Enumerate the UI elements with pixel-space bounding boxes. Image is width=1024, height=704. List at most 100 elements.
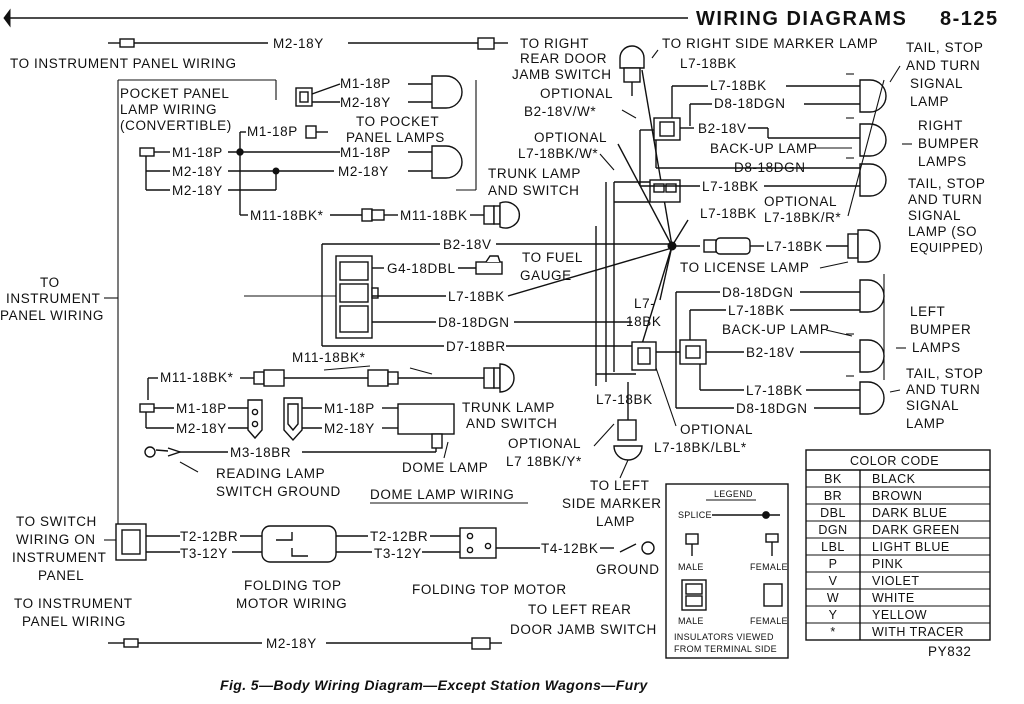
label-trunk-lamp: TRUNK LAMP xyxy=(462,400,555,415)
connector-female xyxy=(477,37,495,50)
label-right-side-marker: TO RIGHT SIDE MARKER LAMP xyxy=(662,36,878,51)
color-code-abbrev: V xyxy=(829,574,838,588)
wire-label: M1-18P xyxy=(176,401,227,416)
label-to-left-rear-door: DOOR JAMB SWITCH xyxy=(510,622,657,637)
label-tail-stop-turn: AND TURN xyxy=(908,192,982,207)
legend-female-label: FEMALE xyxy=(750,562,788,572)
color-code-name: DARK GREEN xyxy=(872,523,960,537)
label-trunk-lamp: AND SWITCH xyxy=(466,416,558,431)
label-tail-stop-turn: AND TURN xyxy=(906,58,980,73)
label-to-instrument: PANEL WIRING xyxy=(22,614,126,629)
label-to-fuel-gauge: GAUGE xyxy=(520,268,572,283)
wire-label: M2-18Y xyxy=(324,421,375,436)
color-code-abbrev: DBL xyxy=(820,506,846,520)
color-code-abbrev: DGN xyxy=(818,523,847,537)
wire-label: L7-18BK xyxy=(710,78,767,93)
center-harness: B2-18V G4-18DBL TO FUEL GAUGE L7-18BK D8… xyxy=(244,237,673,354)
label-to-pocket-lamps: TO POCKET xyxy=(356,114,439,129)
color-code-abbrev: P xyxy=(829,557,838,571)
dome-lamp-body xyxy=(397,403,455,435)
label-tail-stop-turn: LAMP xyxy=(906,416,945,431)
fuel-gauge-connector xyxy=(475,261,503,275)
label-optional: OPTIONAL xyxy=(508,436,581,451)
color-code-name: WHITE xyxy=(872,591,915,605)
wire-label: M11-18BK* xyxy=(250,208,324,223)
wire-label: T2-12BR xyxy=(180,529,238,544)
right-side-marker-lamp: TO RIGHT SIDE MARKER LAMP L7-18BK xyxy=(619,36,878,96)
folding-top-wiring: TO SWITCH WIRING ON INSTRUMENT PANEL T2-… xyxy=(12,514,659,611)
wire-label: L7-18BK xyxy=(766,239,823,254)
wire-label: M2-18Y xyxy=(273,36,324,51)
wire-label: D8-18DGN xyxy=(734,160,806,175)
color-code-name: LIGHT BLUE xyxy=(872,540,950,554)
tail-stop-turn-lamp-icon xyxy=(859,279,885,313)
wire-label: D7-18BR xyxy=(446,339,506,354)
color-code-abbrev: W xyxy=(827,591,839,605)
legend-note: INSULATORS VIEWED xyxy=(674,632,774,642)
legend-title: LEGEND xyxy=(714,489,753,499)
label-left-bumper: LEFT xyxy=(910,304,945,319)
left-side-marker-lamp: L7-18BK OPTIONAL L7 18BK/Y* OPTIONAL L7-… xyxy=(506,367,753,529)
wire-label: L7-18BK/W* xyxy=(518,146,598,161)
label-to-license-lamp: TO LICENSE LAMP xyxy=(680,260,810,275)
marker-lamp-icon xyxy=(619,45,645,69)
wire-label: L7-18BK xyxy=(700,206,757,221)
wire-label: B2-18V xyxy=(698,121,747,136)
page-header: WIRING DIAGRAMS 8-125 xyxy=(3,8,997,30)
wire-label: M3-18BR xyxy=(230,445,291,460)
trunk-lamp-and-switch-top: TRUNK LAMP AND SWITCH xyxy=(483,166,580,229)
label-pocket-panel: LAMP WIRING xyxy=(120,102,217,117)
label-right-bumper: LAMPS xyxy=(918,154,967,169)
label-tail-stop-turn: TAIL, STOP xyxy=(906,366,984,381)
top-instrument-harness: M2-18Y TO INSTRUMENT PANEL WIRING TO RIG… xyxy=(10,36,611,82)
color-code-abbrev: Y xyxy=(829,608,838,622)
bumper-lamp-icon xyxy=(859,163,887,197)
wire-label: B2-18V xyxy=(746,345,795,360)
label-to-instrument: INSTRUMENT xyxy=(6,291,101,306)
color-code-name: DARK BLUE xyxy=(872,506,947,520)
label-to-instrument: TO INSTRUMENT xyxy=(14,596,133,611)
ground-terminal-icon xyxy=(641,541,655,555)
label-to-switch: TO SWITCH xyxy=(16,514,97,529)
label-to-right-rear-door: TO RIGHT xyxy=(520,36,589,51)
label-left-side-marker: SIDE MARKER xyxy=(562,496,662,511)
wire-label: L7-18BK xyxy=(448,289,505,304)
color-code-name: VIOLET xyxy=(872,574,919,588)
wire-label: M1-18P xyxy=(324,401,375,416)
wire-label: T3-12Y xyxy=(180,546,228,561)
connector xyxy=(263,369,285,387)
connector-male xyxy=(139,147,155,157)
tail-stop-turn-lamp-icon xyxy=(859,79,887,113)
legend-note: FROM TERMINAL SIDE xyxy=(674,644,777,654)
license-lamp-icon xyxy=(857,229,881,263)
tail-stop-turn-lamp-icon xyxy=(859,381,885,415)
color-code-title: COLOR CODE xyxy=(850,454,939,468)
label-optional: OPTIONAL xyxy=(680,422,753,437)
label-pocket-panel: (CONVERTIBLE) xyxy=(120,118,232,133)
rear-splice-hub: OPTIONAL B2-18V/W* OPTIONAL L7-18BK/W* xyxy=(518,69,700,382)
label-reading-lamp: SWITCH GROUND xyxy=(216,484,341,499)
label-tail-stop-turn: TAIL, STOP xyxy=(908,176,986,191)
female-insulator-icon xyxy=(763,583,783,607)
wire-label: M2-18Y xyxy=(266,636,317,651)
legend-male-label: MALE xyxy=(678,616,704,626)
label-to-switch: WIRING ON xyxy=(16,532,96,547)
connector-male xyxy=(123,638,139,648)
wire-label: M2-18Y xyxy=(340,95,391,110)
section-title: WIRING DIAGRAMS xyxy=(696,8,907,30)
color-code-name: YELLOW xyxy=(872,608,927,622)
wire-label: M2-18Y xyxy=(176,421,227,436)
connector xyxy=(367,369,389,387)
wire-label: L7 18BK/Y* xyxy=(506,454,582,469)
splice-icon xyxy=(236,148,244,156)
folding-top-motor xyxy=(459,527,497,559)
color-code-abbrev: LBL xyxy=(821,540,845,554)
right-rear-lamps: L7-18BK D8-18DGN B2-18V BACK-UP LAMP D8-… xyxy=(639,40,986,255)
bumper-lamp-icon xyxy=(859,339,885,373)
label-to-instrument-panel: TO INSTRUMENT PANEL WIRING xyxy=(10,56,237,71)
label-right-bumper: RIGHT xyxy=(918,118,963,133)
wire-label: M2-18Y xyxy=(338,164,389,179)
label-back-up-lamp: BACK-UP LAMP xyxy=(710,141,817,156)
trunk-lamp-icon xyxy=(499,201,521,229)
